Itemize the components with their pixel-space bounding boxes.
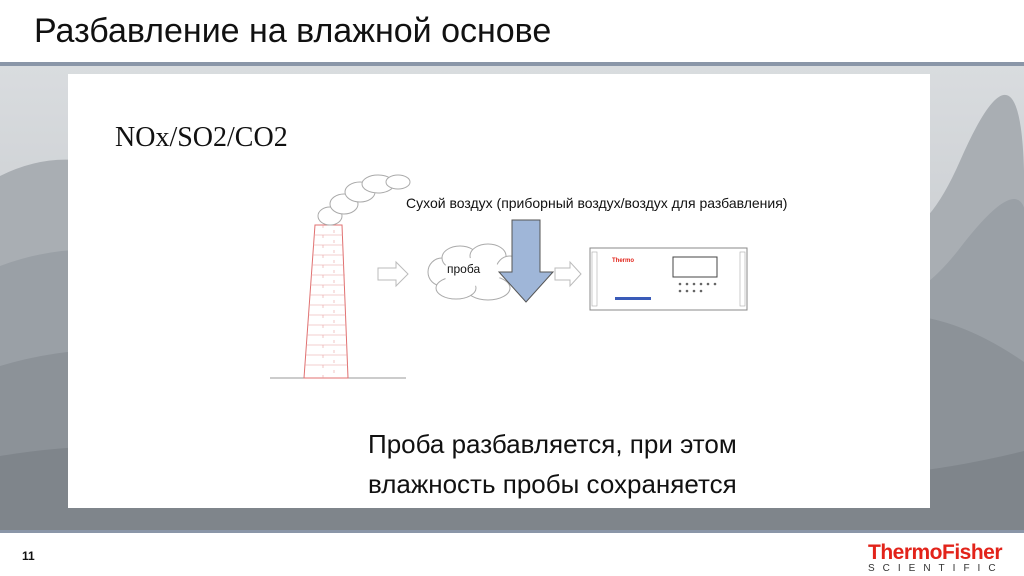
caption-line-1: Проба разбавляется, при этом (368, 429, 737, 459)
probe-label: проба (447, 262, 481, 276)
chimney-icon (303, 224, 349, 379)
caption: Проба разбавляется, при этом влажность п… (368, 424, 737, 504)
logo-wordmark: ThermoFisher (868, 541, 1003, 564)
footer-divider (0, 530, 1024, 533)
flow-arrow-icon (377, 260, 409, 288)
page-number: 11 (22, 549, 35, 563)
logo-subtitle: SCIENTIFIC (868, 563, 1004, 574)
gases-label: NOx/SO2/CO2 (115, 122, 288, 153)
analyzer-icon: Thermo (589, 247, 748, 311)
dry-air-label: Сухой воздух (приборный воздух/воздух дл… (406, 195, 788, 211)
caption-line-2: влажность пробы сохраняется (368, 469, 737, 499)
analyzer-brand-label: Thermo (612, 258, 634, 264)
dilution-air-arrow-icon (497, 219, 555, 303)
probe-cloud-icon (427, 243, 525, 301)
title-divider (0, 62, 1024, 66)
slide-title: Разбавление на влажной основе (34, 12, 552, 50)
flow-arrow-icon (554, 260, 582, 288)
smoke-cloud-icon (317, 174, 411, 226)
thermo-fisher-logo: ThermoFisher SCIENTIFIC (868, 541, 1018, 574)
